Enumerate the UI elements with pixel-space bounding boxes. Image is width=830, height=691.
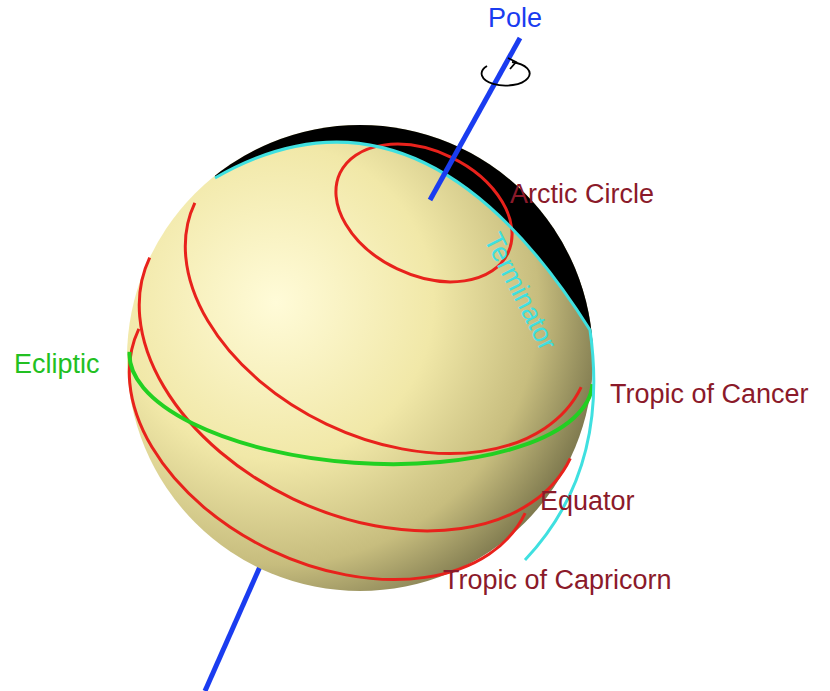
circle-label: Tropic of Cancer: [610, 380, 809, 410]
circle-label: Tropic of Capricorn: [443, 566, 672, 596]
rotation-arrowhead: [508, 58, 516, 69]
pole-label: Pole: [488, 4, 542, 34]
ecliptic-label: Ecliptic: [14, 350, 100, 380]
axis-line: [205, 562, 262, 691]
circle-label: Equator: [540, 487, 635, 517]
night-side: [215, 0, 720, 691]
tropic-cancer-line: [133, 203, 581, 516]
tropic-capricorn-line: [77, 329, 525, 642]
rotation-arrow: [482, 62, 530, 86]
circle-label: Arctic Circle: [510, 180, 654, 210]
ecliptic-line: [123, 352, 592, 479]
latitude-circles: [77, 117, 581, 642]
axis-line: [430, 38, 520, 200]
